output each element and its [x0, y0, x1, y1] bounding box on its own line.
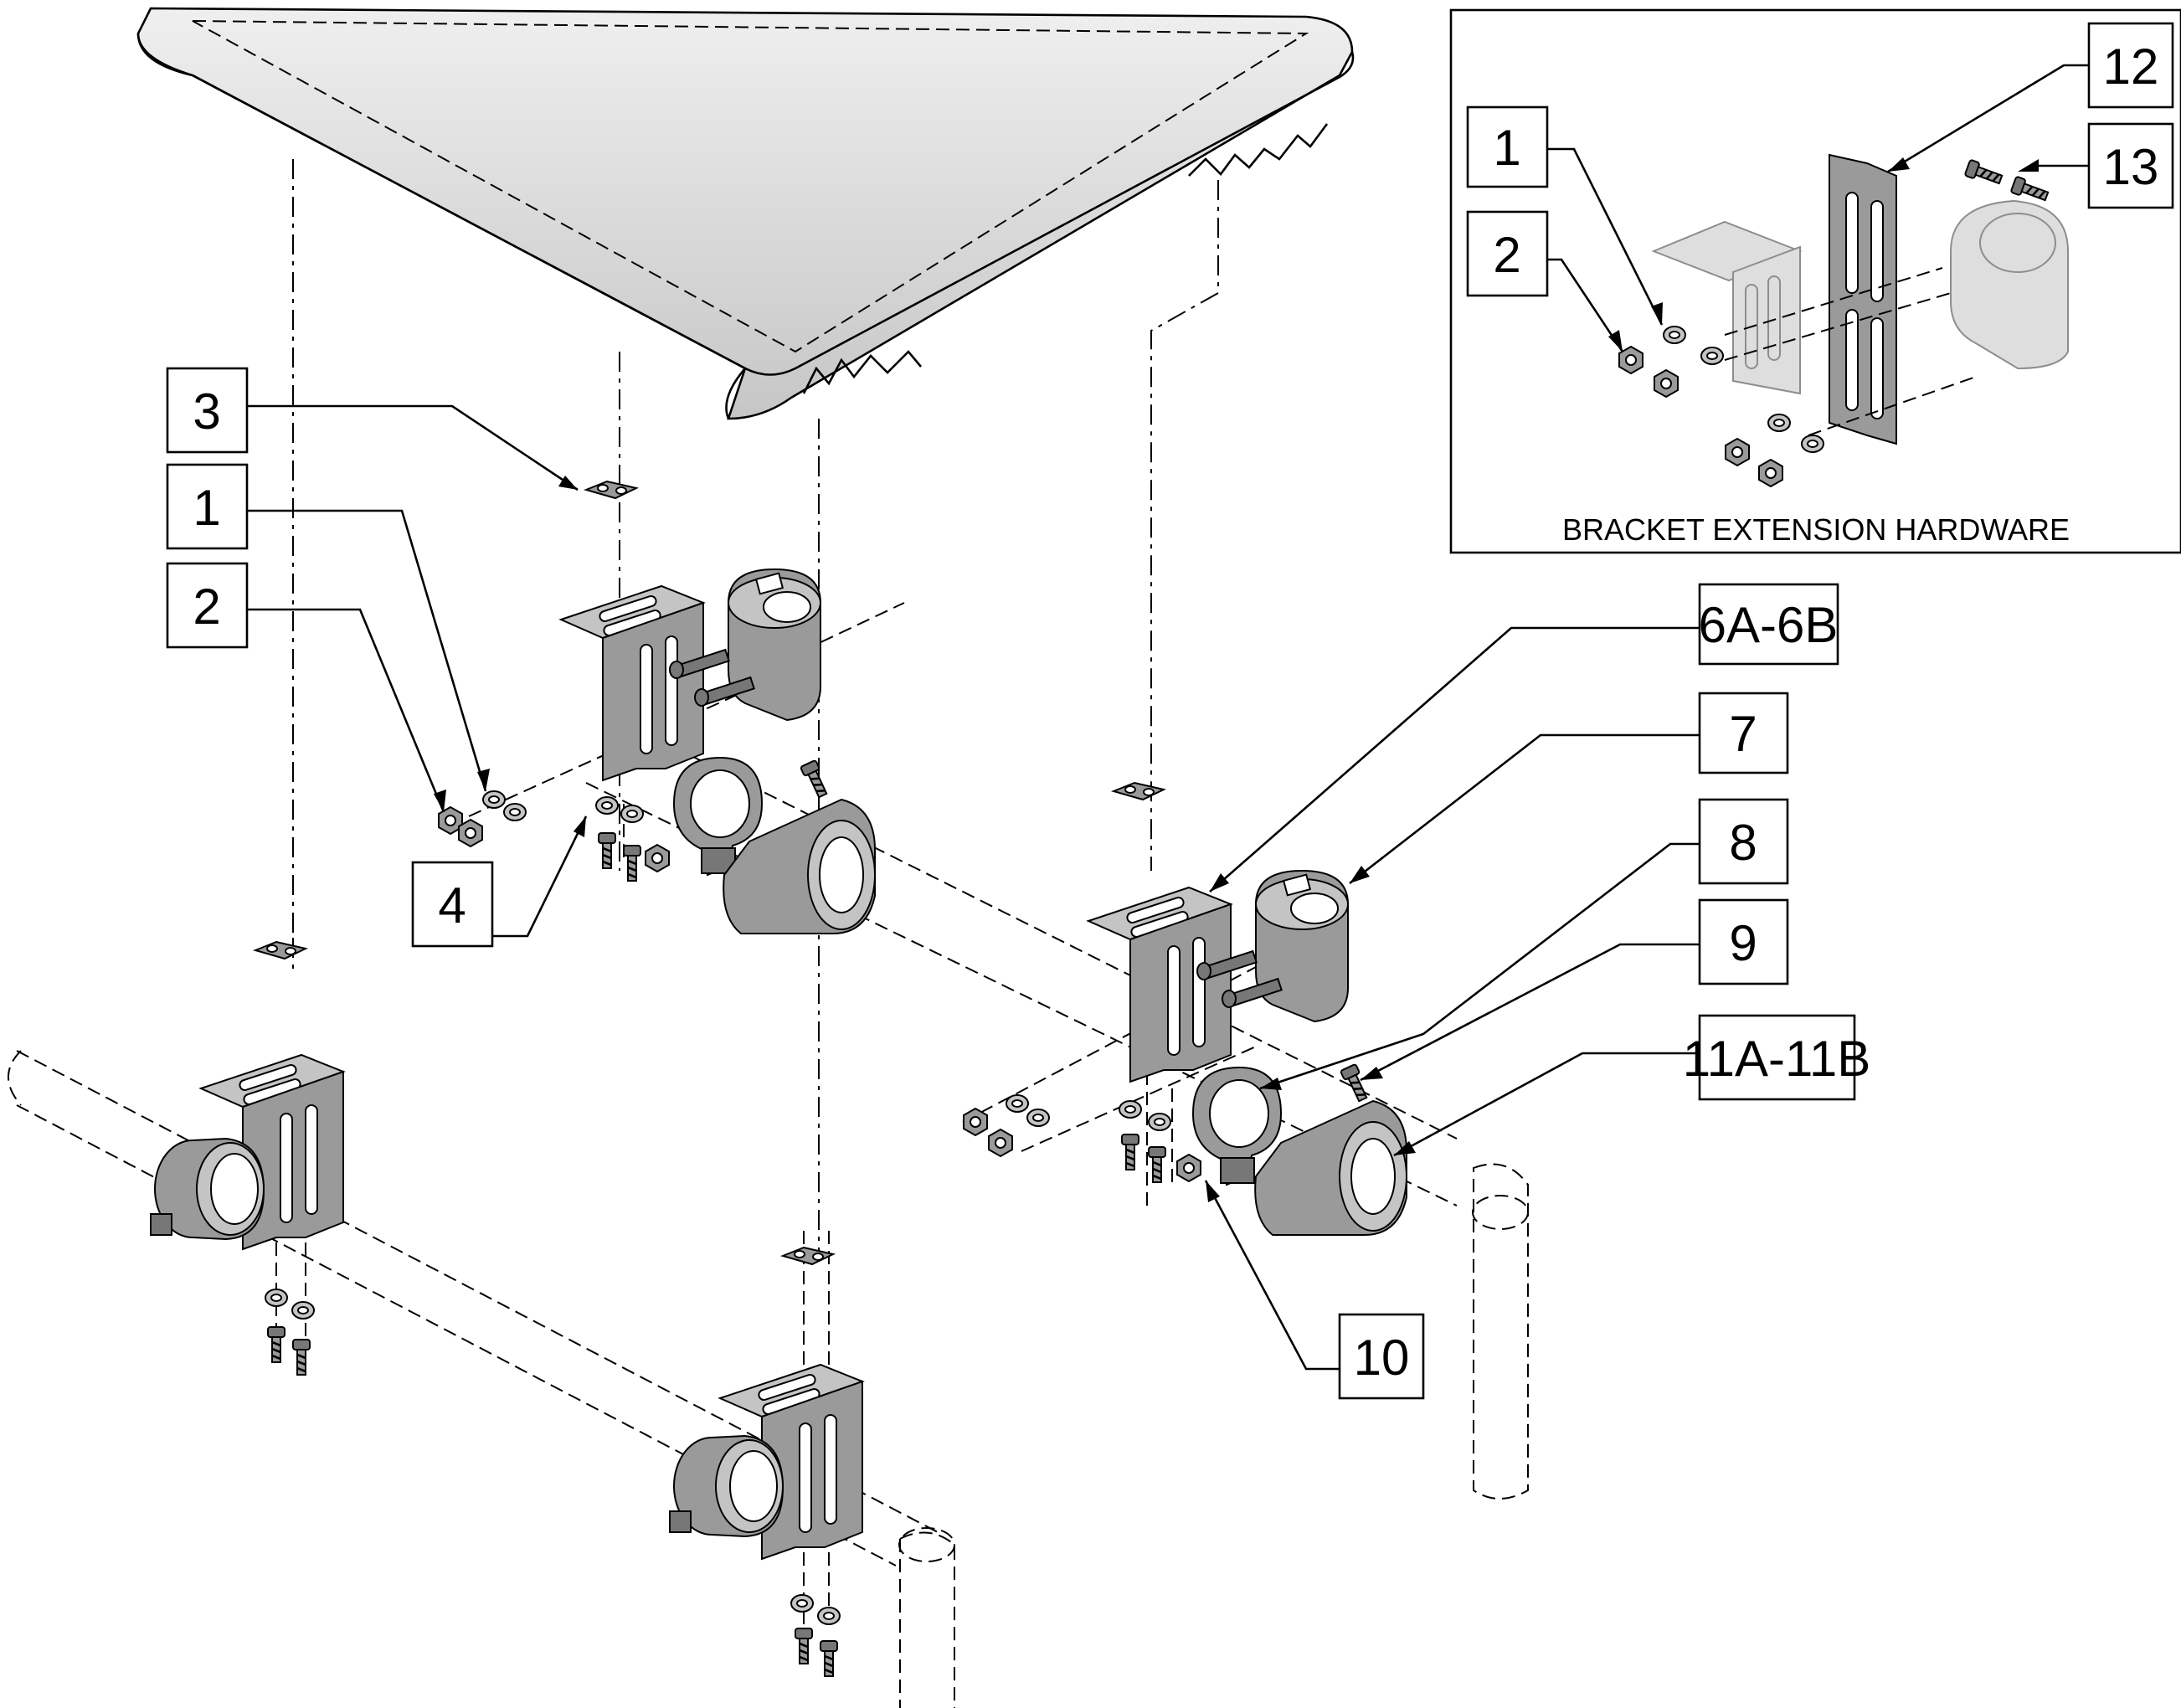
callout-2-label: 2 [193, 579, 220, 635]
inset-title: BRACKET EXTENSION HARDWARE [1562, 512, 2070, 547]
inset-callout-2-label: 2 [1493, 227, 1520, 283]
callout-1-label: 1 [193, 480, 220, 536]
frame-tubes [8, 1050, 1529, 1708]
lower-left-bracket-assembly [150, 941, 344, 1376]
callout-4-label: 4 [438, 877, 466, 934]
inset-callout-1-label: 1 [1493, 120, 1520, 176]
inset-bracket-extension-hardware: 1 2 12 13 BRACKET EXTENSION HARDWARE [1449, 8, 2181, 554]
callout-3-label: 3 [193, 383, 220, 440]
armpad [136, 7, 1355, 420]
callout-8-label: 8 [1729, 815, 1757, 871]
inset-callout-13-label: 13 [2103, 139, 2159, 195]
lower-middle-bracket-assembly [669, 1247, 863, 1678]
right-bracket-assembly [963, 782, 1407, 1236]
upper-left-bracket-assembly [438, 481, 876, 934]
callout-11a-11b-label: 11A-11B [1683, 1031, 1871, 1087]
extension-plate [1829, 153, 1897, 445]
callout-7-label: 7 [1729, 706, 1757, 762]
inset-callout-12-label: 12 [2103, 39, 2159, 95]
callout-6a-6b-label: 6A-6B [1699, 597, 1839, 653]
callout-10-label: 10 [1354, 1330, 1410, 1386]
callouts: 3 1 2 4 6A-6B 7 8 9 [166, 367, 1871, 1400]
callout-9-label: 9 [1729, 915, 1757, 971]
